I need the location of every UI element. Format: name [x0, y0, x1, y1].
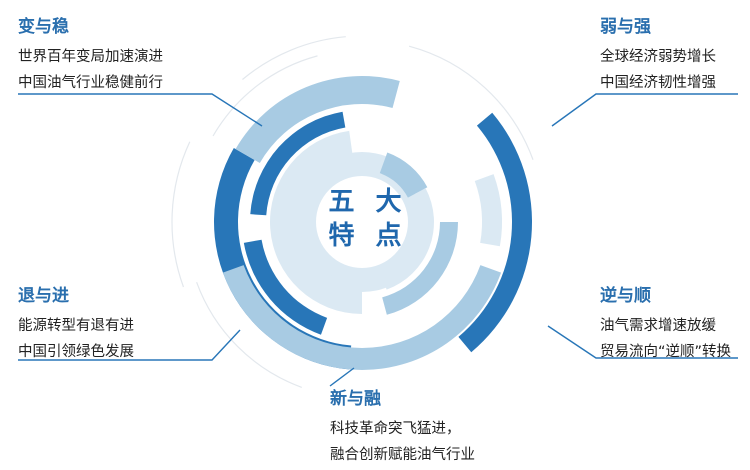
ring-segment: [458, 112, 532, 353]
leader-line: [329, 367, 355, 387]
section-line: 中国经济韧性增强: [600, 75, 716, 91]
ring-segment: [270, 130, 362, 314]
faint-outline-arc: [408, 45, 534, 160]
faint-outline-arc: [242, 36, 346, 80]
leader-line: [18, 93, 263, 127]
section-line: 科技革命突飞猛进，: [330, 421, 461, 437]
ring-segment: [382, 188, 434, 290]
section-title: 退与进: [18, 286, 69, 306]
section-line: 全球经济弱势增长: [600, 49, 716, 65]
ring-segments: [214, 75, 532, 370]
faint-outline-arc: [171, 141, 191, 288]
faint-outline-arc: [196, 281, 303, 388]
section-line: 世界百年变局加速演进: [18, 49, 163, 65]
ring-segment: [474, 174, 502, 247]
leader-line: [551, 93, 738, 127]
section-line: 中国油气行业稳健前行: [18, 75, 163, 91]
leader-lines: [18, 93, 738, 387]
center-label: 五 大 特 点: [318, 185, 418, 253]
ring-inner-disc: [316, 176, 408, 268]
ring-segment: [222, 265, 502, 370]
section-weak-strong: 弱与强 全球经济弱势增长 中国经济韧性增强: [600, 16, 716, 96]
section-change-stability: 变与稳 世界百年变局加速演进 中国油气行业稳健前行: [18, 16, 163, 96]
ring-segment: [250, 111, 346, 216]
ring-segment: [379, 152, 428, 198]
section-retreat-advance: 退与进 能源转型有退有进 中国引领绿色发展: [18, 285, 134, 365]
section-new-integration: 新与融 科技革命突飞猛进， 融合创新赋能油气行业: [330, 388, 475, 468]
ring-segment: [243, 239, 328, 335]
section-title: 逆与顺: [600, 286, 651, 306]
ring-segment: [382, 222, 458, 315]
section-title: 弱与强: [600, 17, 651, 37]
section-line: 贸易流向“逆顺”转换: [600, 344, 732, 360]
section-title: 新与融: [330, 389, 381, 409]
section-title: 变与稳: [18, 17, 69, 37]
section-line: 油气需求增速放缓: [600, 318, 716, 334]
section-line: 中国引领绿色发展: [18, 344, 134, 360]
ring-segment: [235, 75, 400, 163]
leader-line: [18, 329, 241, 361]
section-adverse-favorable: 逆与顺 油气需求增速放缓 贸易流向“逆顺”转换: [600, 285, 731, 365]
faint-outline-arc: [212, 55, 318, 137]
center-label-line1: 五 大: [328, 187, 408, 217]
section-line: 融合创新赋能油气行业: [330, 447, 475, 463]
leader-line: [547, 325, 738, 359]
center-label-line2: 特 点: [328, 221, 408, 251]
section-line: 能源转型有退有进: [18, 318, 134, 334]
